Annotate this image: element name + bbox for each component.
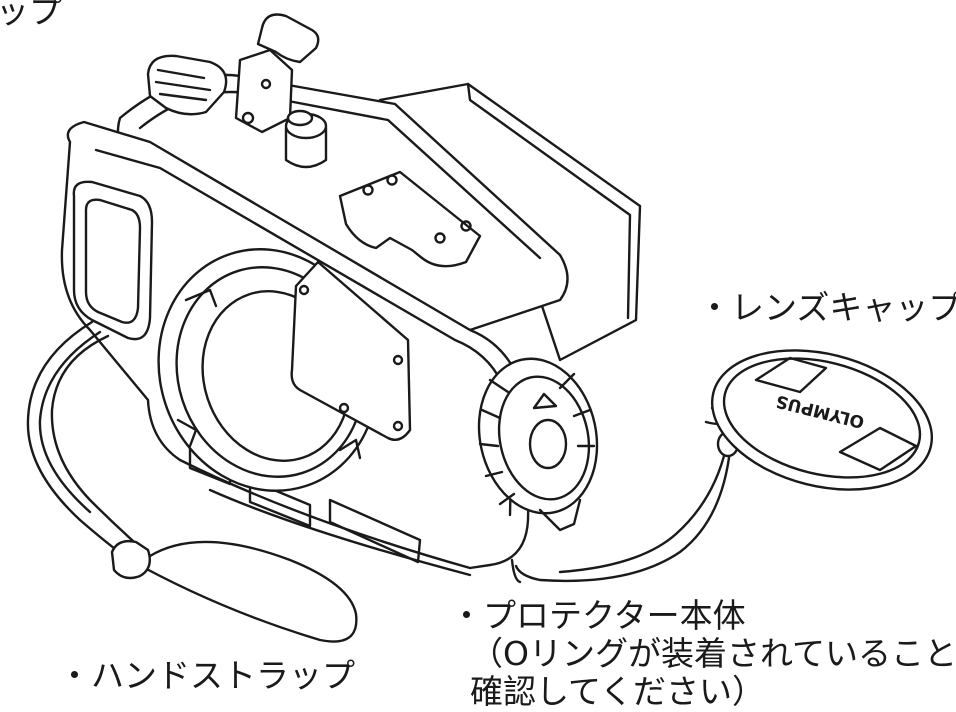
- o-ring-note-line1: （Oリングが装着されていることを: [470, 634, 956, 673]
- top-lever-assembly: [146, 13, 328, 169]
- front-flap-screw: [392, 420, 404, 432]
- protector-housing-label: ・プロテクター本体: [450, 596, 746, 635]
- lens-cap-label: ・レンズキャップ: [698, 288, 956, 327]
- hand-strap-illustration: [26, 320, 358, 643]
- mount-plate: [338, 170, 482, 268]
- lens-cap-grip-top: [754, 356, 828, 394]
- lens-cap-outer: [710, 349, 934, 491]
- front-flap-screw: [338, 402, 350, 414]
- housing-grip-inner: [84, 198, 142, 324]
- housing-grip: [72, 180, 154, 341]
- lens-cap-cord: [514, 448, 732, 583]
- hand-strap-loop: [26, 320, 358, 643]
- hand-strap-label: ・ハンドストラップ: [58, 656, 355, 695]
- lens-cap-inner: [722, 357, 922, 479]
- o-ring-note-line2: 確認してください）: [470, 672, 766, 711]
- shutter-button-stem: [284, 126, 328, 169]
- housing-base-line: [208, 488, 472, 577]
- side-dial-base: [538, 498, 582, 532]
- housing-label-leader: [510, 558, 522, 584]
- top-lever-screw: [241, 111, 255, 125]
- side-dial: [477, 357, 599, 532]
- lens-cap-grip-bottom: [838, 426, 918, 472]
- side-dial-arrow: [532, 392, 558, 410]
- top-mount-plate: [338, 170, 482, 268]
- mount-plate-screw: [460, 220, 472, 232]
- mount-plate-screw: [434, 232, 446, 244]
- front-flap-screw: [298, 284, 310, 296]
- mount-plate-screw: [386, 174, 398, 186]
- front-flap-screw: [392, 354, 404, 366]
- hand-strap-loop-inner: [38, 330, 102, 514]
- side-dial-inner: [497, 375, 591, 501]
- front-flap: [290, 260, 412, 441]
- top-lever-screw: [260, 78, 272, 90]
- lens-port-notch: [176, 288, 362, 460]
- housing-bottom-rib: [248, 478, 312, 528]
- side-dial-ridges: [478, 372, 596, 506]
- front-flap-panel: [290, 260, 412, 441]
- lens-cap-cord-secondary: [558, 446, 728, 574]
- shutter-button-top: [286, 109, 314, 127]
- housing-back-box-edge: [466, 82, 632, 320]
- side-dial-button: [528, 418, 568, 470]
- mount-plate-screw: [362, 184, 374, 196]
- top-lever: [256, 13, 320, 64]
- top-partial-label: ップ: [0, 0, 62, 31]
- lens-cap-illustration: OLYMPUS: [514, 349, 934, 583]
- top-dial-ridges: [154, 68, 212, 102]
- hand-strap-slider: [110, 539, 151, 580]
